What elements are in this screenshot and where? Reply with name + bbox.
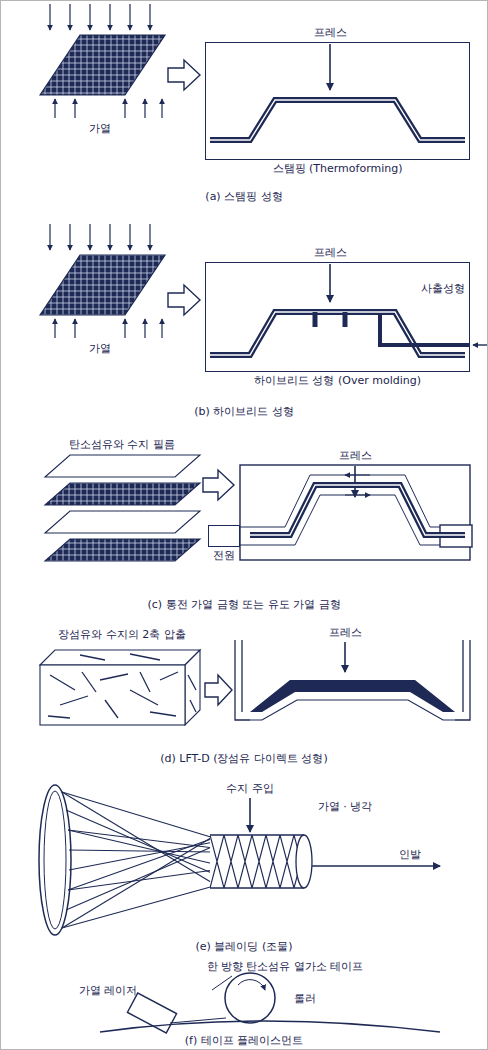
figure-caption: (f) 테이프 플레이스먼트 <box>185 1034 303 1047</box>
figure-caption: (b) 하이브리드 성형 <box>194 405 294 418</box>
text-label: 가열 레이저 <box>79 984 138 997</box>
text-label: 가열 · 냉각 <box>318 800 373 813</box>
text-label: 장섬유와 수지의 2축 압출 <box>58 628 186 641</box>
text-label: 프레스 <box>314 26 347 39</box>
node-label: 하이브리드 성형 (Over molding) <box>254 374 421 387</box>
text-label: 탄소섬유와 수지 필름 <box>69 438 175 451</box>
text-label: 롤러 <box>294 992 316 1005</box>
text-label: 인발 <box>399 848 421 861</box>
text-label: 프레스 <box>329 626 362 639</box>
text-label: 가열 <box>89 122 111 135</box>
text-label: 한 방향 탄소섬유 열가소 테이프 <box>207 960 364 973</box>
text-label: 사출성형 <box>421 282 465 295</box>
figure-caption: (a) 스탬핑 성형 <box>205 190 282 203</box>
node-label: 전원 <box>213 549 235 562</box>
text-label: 프레스 <box>314 246 347 259</box>
text-label: 가열 <box>89 342 111 355</box>
figure-caption: (c) 통전 가열 금형 또는 유도 가열 금형 <box>147 598 340 611</box>
mold-box: 하이브리드 성형 (Over molding) <box>205 262 470 372</box>
power-box: 전원 <box>208 525 240 547</box>
figure-caption: (d) LFT-D (장섬유 다이렉트 성형) <box>160 752 328 765</box>
mold-box: 스탬핑 (Thermoforming) <box>205 42 470 160</box>
node-label: 스탬핑 (Thermoforming) <box>273 162 403 175</box>
text-label: 프레스 <box>339 449 372 462</box>
text-label: 수지 주입 <box>226 782 274 795</box>
figure-caption: (e) 블레이딩 (조물) <box>196 940 293 953</box>
